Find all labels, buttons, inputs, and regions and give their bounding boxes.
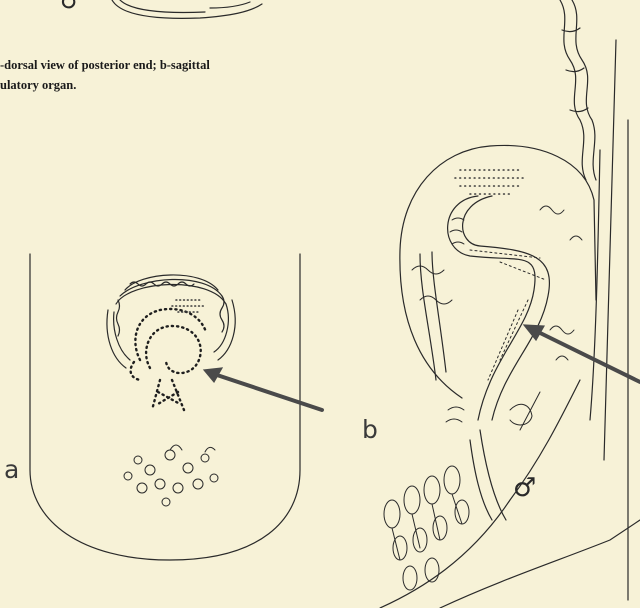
panel-b-arrow — [524, 325, 640, 382]
top-male-symbol: ♂ — [60, 0, 82, 14]
panel-b-sinuous-duct — [420, 196, 549, 420]
panel-a-arrow — [204, 368, 322, 410]
top-fragment — [112, 0, 262, 18]
panel-a-cells — [124, 445, 218, 506]
panel-b-parenchyma — [412, 206, 582, 360]
panel-a-body-outline — [30, 254, 300, 560]
panel-b-stippled-area — [455, 170, 525, 194]
panel-b-wavy-duct — [560, 0, 596, 180]
panel-b-label: b — [362, 415, 378, 444]
panel-b-glands — [384, 407, 469, 590]
panel-b-male-pore — [510, 392, 540, 430]
panel-a-copulatory-organ — [107, 275, 235, 410]
dotted-spiral — [131, 309, 206, 410]
male-symbol: ♂ — [513, 473, 536, 503]
caption-line-2: ulatory organ. — [0, 78, 76, 93]
caption-line-1: -dorsal view of posterior end; b-sagitta… — [0, 58, 210, 73]
panel-b-outline — [380, 40, 640, 608]
panel-a-label: a — [4, 455, 19, 484]
